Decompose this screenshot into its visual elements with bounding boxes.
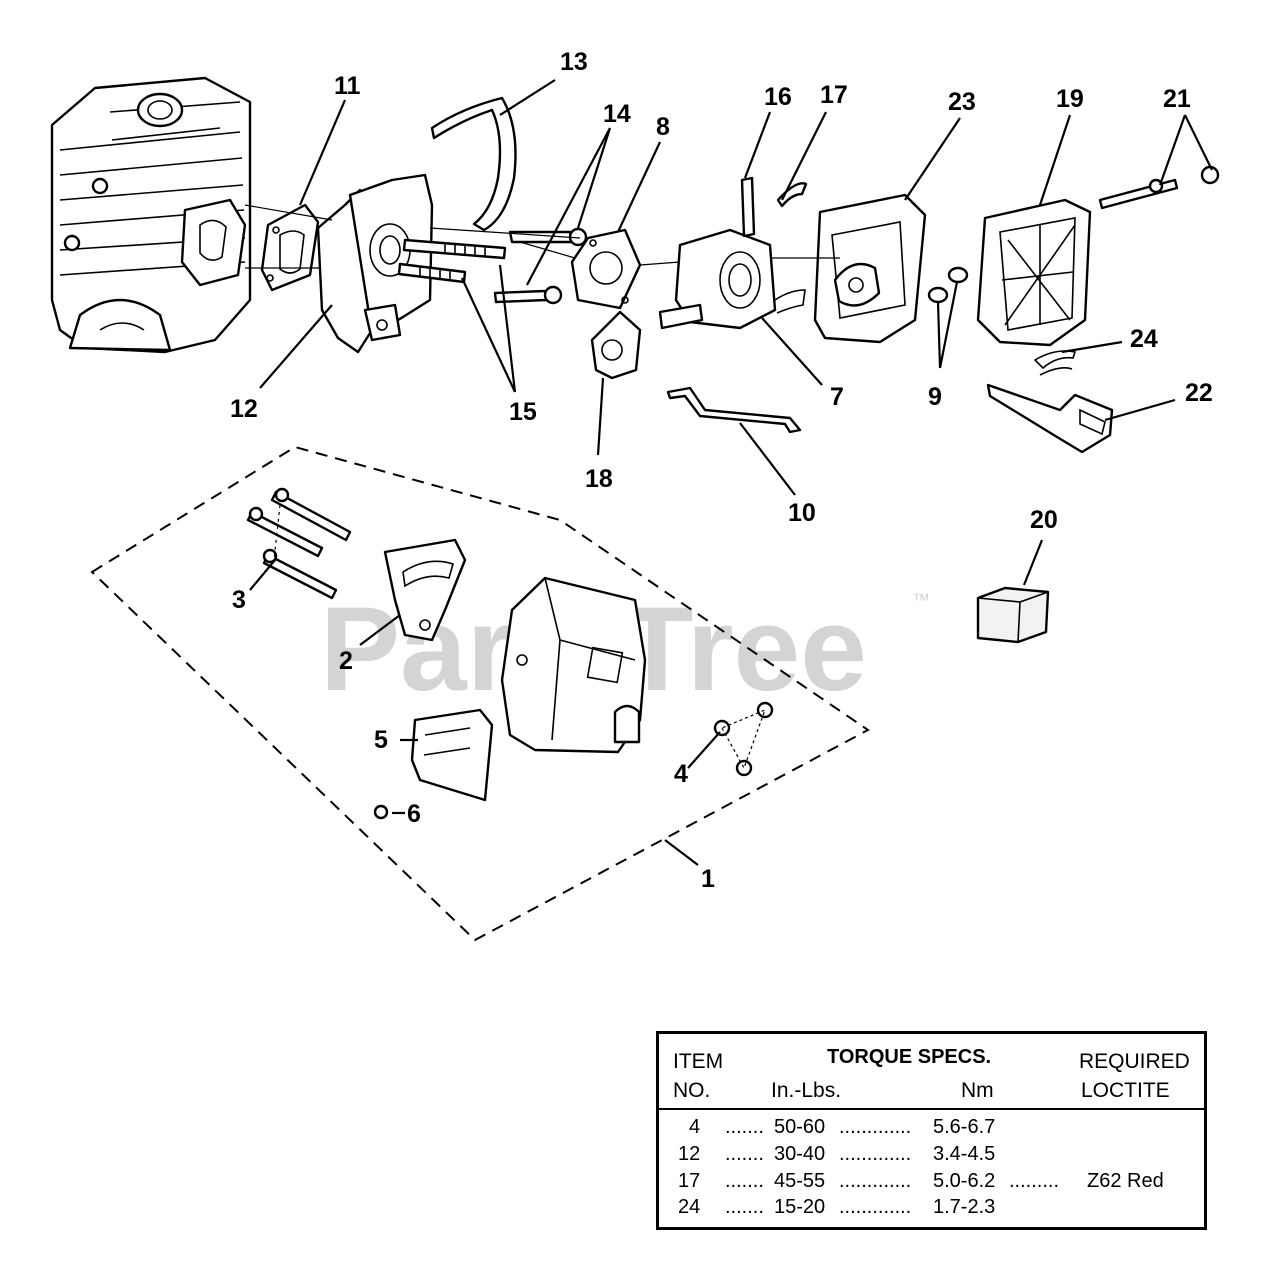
watermark-trademark: ™ xyxy=(912,590,930,610)
row-item: 12 xyxy=(678,1143,701,1165)
callout-23: 23 xyxy=(948,88,976,116)
carburetor xyxy=(658,176,808,330)
row-item: 17 xyxy=(678,1170,701,1192)
callout-17: 17 xyxy=(820,81,848,109)
row-item: 4 xyxy=(689,1116,701,1138)
callout-15: 15 xyxy=(509,398,537,426)
carburetor-gasket xyxy=(570,228,642,310)
callout-14: 14 xyxy=(603,100,631,128)
row-item: 24 xyxy=(678,1196,701,1218)
row-dots: ............. xyxy=(839,1196,912,1218)
callout-20: 20 xyxy=(1030,506,1058,534)
header-required: REQUIRED xyxy=(1079,1050,1190,1073)
insulator-block xyxy=(316,173,434,354)
callout-21: 21 xyxy=(1163,85,1191,113)
callout-9: 9 xyxy=(928,383,942,411)
torque-specs-table: ITEM NO. TORQUE SPECS. In.-Lbs. Nm REQUI… xyxy=(656,1031,1207,1230)
foam-block xyxy=(976,586,1050,644)
callout-3: 3 xyxy=(232,586,246,614)
header-torque-specs: TORQUE SPECS. xyxy=(827,1046,992,1068)
callout-5: 5 xyxy=(374,726,388,754)
row-inlbs: 15-20 xyxy=(774,1196,826,1218)
shield-screw xyxy=(373,804,389,820)
callout-11: 11 xyxy=(334,72,361,100)
callout-16: 16 xyxy=(764,83,792,111)
row-nm: 3.4-4.5 xyxy=(933,1143,996,1165)
row-nm: 1.7-2.3 xyxy=(933,1196,996,1218)
row-dots: ............. xyxy=(839,1170,912,1192)
header-inlbs: In.-Lbs. xyxy=(771,1079,842,1102)
muffler-assembly-boundary xyxy=(90,445,870,942)
row-dots: ....... xyxy=(725,1116,764,1138)
air-filter-base xyxy=(813,193,927,344)
table-row: 12 ....... 30-40 ............. 3.4-4.5 xyxy=(659,1143,1204,1169)
table-header: ITEM NO. TORQUE SPECS. In.-Lbs. Nm REQUI… xyxy=(659,1034,1204,1110)
choke-knob xyxy=(986,383,1114,454)
row-inlbs: 45-55 xyxy=(774,1170,826,1192)
header-no: NO. xyxy=(673,1079,711,1102)
callout-10: 10 xyxy=(788,499,816,527)
row-dots: ............. xyxy=(839,1116,912,1138)
callout-4: 4 xyxy=(674,760,688,788)
row-inlbs: 50-60 xyxy=(774,1116,826,1138)
spark-arrestor-shield xyxy=(410,708,494,802)
callout-13: 13 xyxy=(560,48,588,76)
callout-1: 1 xyxy=(701,865,715,893)
row-dots: ....... xyxy=(725,1143,764,1165)
studs xyxy=(397,238,507,284)
header-item: ITEM xyxy=(673,1050,724,1073)
callout-2: 2 xyxy=(339,647,353,675)
row-dots: ....... xyxy=(725,1170,764,1192)
row-inlbs: 30-40 xyxy=(774,1143,826,1165)
air-filter-cover xyxy=(976,198,1092,347)
fuel-line xyxy=(430,96,517,232)
row-nm: 5.0-6.2 xyxy=(933,1170,996,1192)
muffler-nuts xyxy=(713,701,774,777)
washers xyxy=(927,266,969,304)
callout-7: 7 xyxy=(830,383,844,411)
row-loctite: Z62 Red xyxy=(1087,1170,1164,1192)
header-loctite: LOCTITE xyxy=(1081,1079,1170,1102)
callout-22: 22 xyxy=(1185,379,1213,407)
table-row: 17 ....... 45-55 ............. 5.0-6.2 .… xyxy=(659,1170,1204,1196)
throttle-rod xyxy=(666,386,802,434)
table-row: 4 ....... 50-60 ............. 5.6-6.7 xyxy=(659,1116,1204,1142)
row-nm: 5.6-6.7 xyxy=(933,1116,996,1138)
callout-6: 6 xyxy=(407,800,421,828)
callout-12: 12 xyxy=(230,395,258,423)
intake-gasket xyxy=(260,203,320,292)
callout-8: 8 xyxy=(656,113,670,141)
row-dots: ............. xyxy=(839,1143,912,1165)
cylinder xyxy=(50,76,252,354)
muffler-bolts xyxy=(246,487,352,600)
header-nm: Nm xyxy=(961,1079,994,1102)
row-dots: ....... xyxy=(725,1196,764,1218)
leader-lines xyxy=(249,79,1213,866)
primer-bulb xyxy=(590,310,642,380)
table-row: 24 ....... 15-20 ............. 1.7-2.3 xyxy=(659,1196,1204,1222)
callout-19: 19 xyxy=(1056,85,1084,113)
row-dots: ......... xyxy=(1009,1170,1060,1192)
callout-18: 18 xyxy=(585,465,613,493)
retaining-clip xyxy=(1033,350,1077,376)
muffler xyxy=(500,576,647,754)
callout-24: 24 xyxy=(1130,325,1158,353)
cover-screw xyxy=(1098,165,1220,210)
muffler-gasket xyxy=(383,538,467,642)
